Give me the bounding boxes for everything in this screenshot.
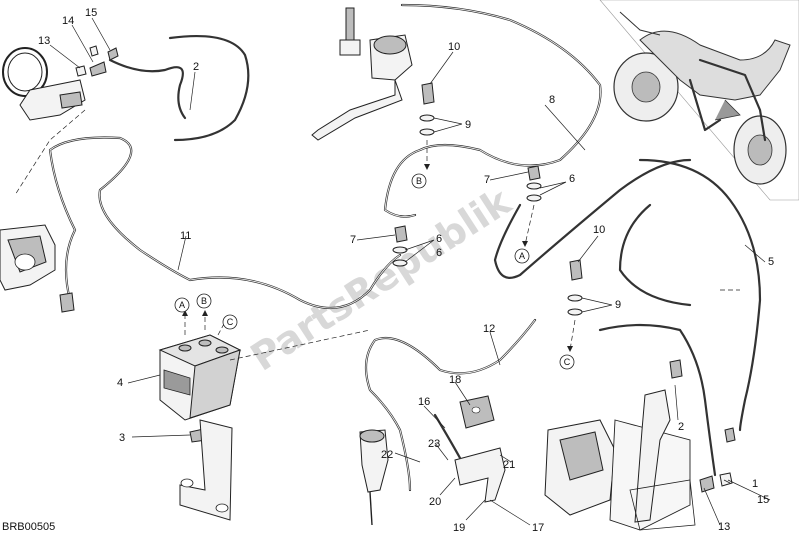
callout-13-top: 13 [38, 35, 50, 47]
reservoir-bracket-18 [459, 395, 495, 429]
ref-label: A [519, 251, 525, 261]
callout-19: 19 [453, 522, 465, 534]
drawing-code: BRB00505 [2, 521, 55, 533]
callout-1: 1 [752, 478, 758, 490]
callout-13-bottom: 13 [718, 521, 730, 533]
ref-marker-c-rear [559, 354, 575, 370]
watermark: PartsRepublik [243, 179, 519, 380]
callout-6-lower: 6 [436, 247, 442, 259]
callout-9-lower: 9 [615, 299, 621, 311]
callout-6-middle: 6 [436, 233, 442, 245]
ref-label: C [227, 317, 234, 327]
rear-caliper [0, 224, 56, 291]
ref-marker-a-abs [174, 297, 190, 313]
callout-9-upper: 9 [465, 119, 471, 131]
callout-12: 12 [483, 323, 495, 335]
callout-4: 4 [117, 377, 123, 389]
callout-16: 16 [418, 396, 430, 408]
ref-marker-a-front [514, 248, 530, 264]
fittings [59, 45, 736, 493]
front-caliper-assembly [544, 389, 696, 531]
brake-lever [311, 79, 403, 141]
callout-22: 22 [381, 449, 393, 461]
callout-15-top: 15 [85, 7, 97, 19]
callout-10-lower: 10 [593, 224, 605, 236]
callout-7-lower: 7 [350, 234, 356, 246]
reservoir-cap [373, 35, 407, 55]
callout-2-right: 2 [678, 421, 684, 433]
reservoir-mount-21 [454, 447, 506, 503]
callout-10-upper: 10 [448, 41, 460, 53]
abs-modulator-4 [158, 334, 242, 421]
ref-label: B [201, 296, 207, 306]
callout-numbers: 1 2 2 3 4 5 6 6 6 7 7 8 9 9 10 10 11 12 … [38, 7, 774, 534]
callout-14: 14 [62, 15, 74, 27]
callout-6-upper: 6 [569, 173, 575, 185]
callout-3: 3 [119, 432, 125, 444]
callout-5: 5 [768, 256, 774, 268]
rear-brake-mount-top-left [2, 47, 119, 121]
leader-lines [14, 109, 740, 361]
washer-13 [75, 65, 87, 77]
screw-15 [107, 47, 119, 61]
callout-15-bottom: 15 [757, 494, 769, 506]
ref-label: B [416, 176, 422, 186]
callout-21: 21 [503, 459, 515, 471]
callout-11: 11 [180, 230, 191, 242]
abs-bracket [179, 419, 233, 521]
rear-master-cylinder [359, 429, 389, 526]
callout-17: 17 [532, 522, 544, 534]
front-master-cylinder [311, 7, 413, 141]
reference-markers: A B C A B C [174, 173, 575, 370]
sensor-bolt-14 [89, 61, 107, 77]
brake-hoses [48, 3, 762, 492]
ref-marker-b-front [411, 173, 427, 189]
callout-18: 18 [449, 374, 461, 386]
ref-label: C [564, 357, 571, 367]
callout-20: 20 [429, 496, 441, 508]
callout-7-upper: 7 [484, 174, 490, 186]
callout-23: 23 [428, 438, 440, 450]
bleed-screw-10-top [421, 82, 435, 105]
ref-marker-c-abs [222, 314, 238, 330]
bleed-screw-10-right [569, 259, 583, 281]
motorcycle-inset [599, 0, 799, 201]
callout-leaders [49, 17, 771, 526]
ref-label: A [179, 300, 185, 310]
callout-2-top: 2 [193, 61, 199, 73]
ref-marker-b-abs [196, 293, 212, 309]
callout-8: 8 [549, 94, 555, 106]
